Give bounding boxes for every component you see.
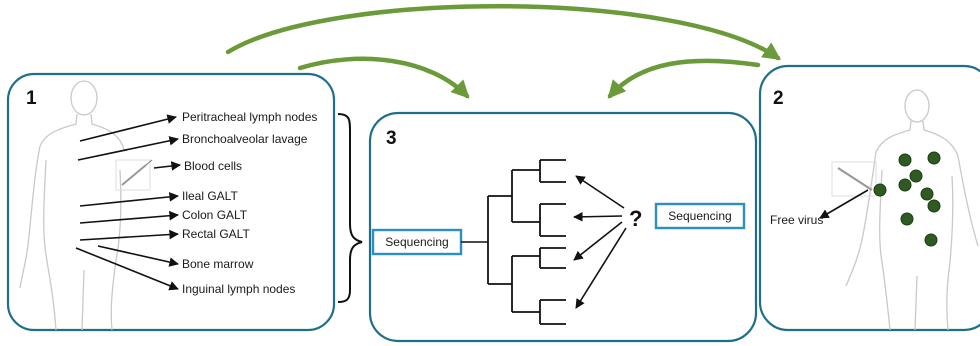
placement-arrows bbox=[573, 175, 627, 309]
green-flow-arrows bbox=[225, 3, 781, 99]
sequencing-label-left: Sequencing bbox=[385, 235, 448, 249]
virus-icon bbox=[920, 187, 934, 201]
panel-1-number: 1 bbox=[26, 88, 37, 109]
arrow-panel1-to-panel2 bbox=[225, 3, 781, 61]
sample-label-bone-marrow: Bone marrow bbox=[182, 257, 254, 271]
syringe-icon-2 bbox=[831, 161, 877, 197]
arrow-panel1-to-panel3 bbox=[297, 56, 470, 99]
curly-brace bbox=[337, 113, 363, 303]
virus-icon bbox=[873, 183, 887, 197]
panel-2-number: 2 bbox=[773, 88, 784, 109]
free-virus-label: Free virus bbox=[770, 213, 823, 227]
panel-3-number: 3 bbox=[386, 128, 397, 149]
sample-label-rectal-galt: Rectal GALT bbox=[182, 227, 250, 241]
virus-icon bbox=[909, 169, 923, 183]
virus-icon bbox=[898, 153, 912, 167]
question-mark: ? bbox=[629, 206, 642, 231]
panel-3-frame bbox=[368, 111, 758, 343]
virus-icon bbox=[924, 233, 938, 247]
arrow-panel2-to-panel3 bbox=[607, 58, 761, 99]
sequencing-label-right: Sequencing bbox=[668, 209, 731, 223]
human-body-icon-2 bbox=[845, 89, 979, 331]
sample-label-bronchoalveolar: Bronchoalveolar lavage bbox=[182, 132, 308, 146]
sample-arrows bbox=[75, 114, 181, 291]
phylogenetic-tree bbox=[487, 159, 566, 325]
panel-2: 2 Free virus bbox=[758, 64, 980, 332]
human-body-icon bbox=[19, 80, 125, 331]
sample-label-peritracheal: Peritracheal lymph nodes bbox=[182, 110, 317, 124]
virus-icon bbox=[927, 199, 941, 213]
virus-particles bbox=[873, 151, 941, 247]
sequencing-box-right bbox=[654, 202, 746, 230]
panel-3: 3 Sequencing ? bbox=[368, 111, 758, 343]
virus-icon bbox=[900, 212, 914, 226]
sample-label-ileal-galt: Ileal GALT bbox=[182, 189, 238, 203]
panel-1: 1 Peritracheal lymph nod bbox=[6, 72, 336, 332]
sample-label-blood-cells: Blood cells bbox=[184, 159, 242, 173]
virus-icon bbox=[898, 178, 912, 192]
sample-label-inguinal: Inguinal lymph nodes bbox=[182, 282, 295, 296]
panel-2-frame bbox=[758, 64, 980, 332]
sample-label-colon-galt: Colon GALT bbox=[182, 208, 248, 222]
syringe-icon bbox=[115, 159, 153, 191]
free-virus-arrow bbox=[819, 189, 869, 219]
virus-icon bbox=[927, 151, 941, 165]
